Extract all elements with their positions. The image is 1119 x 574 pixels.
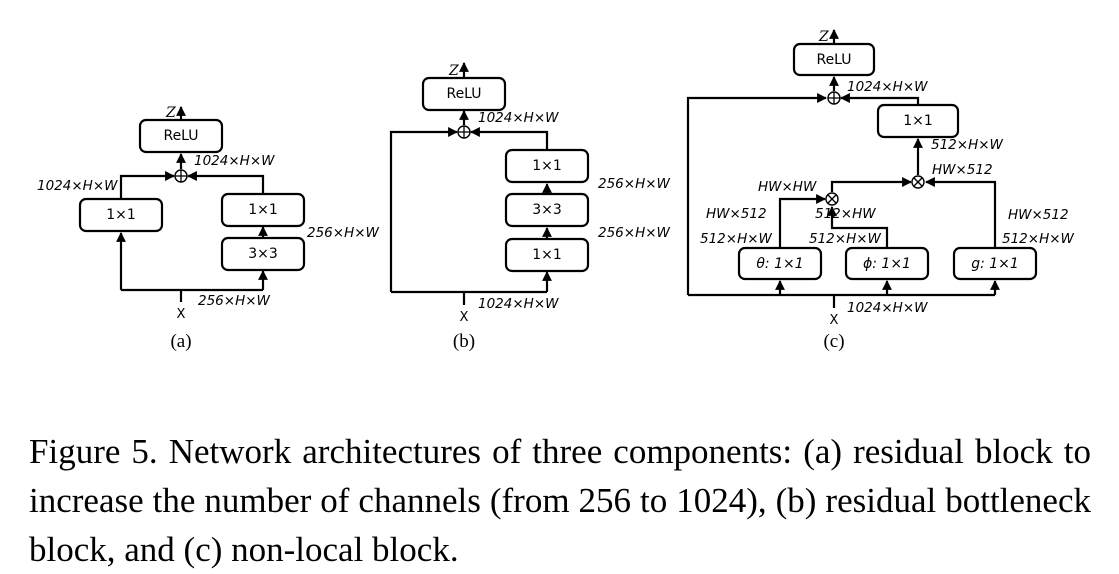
c-g-to-mul: [925, 177, 997, 248]
c-panel-label: (c): [823, 331, 844, 352]
c-dim-theta-in: 512×H×W: [700, 231, 773, 247]
a-dim-in: 256×H×W: [198, 293, 271, 309]
c-phi-label: ϕ: 1×1: [863, 256, 911, 272]
a-input-label: X: [177, 307, 186, 322]
c-output-label: Z: [818, 29, 829, 45]
b-conv-mid-box: [504, 192, 590, 228]
c-dim-g-in: 512×H×W: [1002, 231, 1075, 247]
a-dim-shortcut: 1024×H×W: [37, 178, 118, 194]
figure-diagram: ReLU 1×1 1×1 3×3 Z X 1024×H×W 1024×H×W 2…: [37, 29, 1075, 352]
c-dim-phi-in: 512×H×W: [809, 231, 882, 247]
c-shortcut: [686, 93, 827, 295]
b-conv-mid-label: 3×3: [532, 202, 562, 218]
c-dim-attn: HW×HW: [758, 179, 817, 195]
c-dim-g-t: HW×512: [1008, 207, 1069, 223]
b-shortcut: [389, 127, 458, 292]
a-dim-out: 1024×H×W: [194, 153, 275, 169]
c-dim-theta-t: HW×512: [706, 206, 767, 222]
a-shortcut-to-sum: [119, 171, 175, 199]
b-conv-top-label: 1×1: [532, 158, 562, 174]
c-theta-box: [737, 246, 823, 281]
b-conv-bottom-box: [504, 237, 590, 273]
c-g-box: [952, 246, 1038, 281]
panel-b: ReLU 1×1 3×3 1×1 Z X 1024×H×W 256×H×W 25…: [389, 62, 671, 352]
a-shortcut-conv-box: [78, 197, 164, 233]
a-shortcut-conv-label: 1×1: [106, 207, 136, 223]
b-dim-out: 1024×H×W: [478, 110, 559, 126]
a-conv-top-box: [220, 192, 306, 228]
b-output-label: Z: [448, 63, 459, 79]
c-dim-result: HW×512: [932, 162, 993, 178]
b-conv-bottom-label: 1×1: [532, 247, 562, 263]
b-input-label: X: [460, 310, 469, 325]
panel-c: ReLU 1×1 θ: 1×1 ϕ: 1×1 g: 1×1 Z X 1024×H…: [686, 29, 1075, 352]
c-relu-label: ReLU: [816, 52, 851, 68]
b-main-to-sum: [470, 127, 549, 150]
b-relu-box: [421, 76, 507, 112]
c-phi-box: [844, 246, 930, 281]
c-dim-phi: 512×HW: [815, 206, 876, 222]
c-theta-to-mul: [778, 194, 826, 248]
a-conv-bottom-label: 3×3: [248, 246, 278, 262]
b-dim-in: 1024×H×W: [478, 296, 559, 312]
c-dim-out: 1024×H×W: [847, 79, 928, 95]
c-g-label: g: 1×1: [971, 256, 1019, 272]
b-relu-label: ReLU: [446, 86, 481, 102]
c-phi-to-mul: [827, 206, 889, 248]
c-dim-conv-out: 512×H×W: [931, 137, 1004, 153]
b-dim-upper: 256×H×W: [598, 176, 671, 192]
c-dim-in: 1024×H×W: [847, 300, 928, 316]
a-relu-label: ReLU: [163, 128, 198, 144]
a-output-label: Z: [165, 105, 176, 121]
a-dim-mid: 256×H×W: [307, 225, 380, 241]
c-conv-out-box: [876, 103, 960, 139]
b-dim-lower: 256×H×W: [598, 225, 671, 241]
c-conv-to-sum: [840, 93, 920, 105]
a-main-to-sum: [187, 171, 265, 194]
a-panel-label: (a): [170, 331, 191, 352]
c-theta-label: θ: 1×1: [756, 256, 803, 272]
a-conv-top-label: 1×1: [248, 202, 278, 218]
figure-caption: Figure 5. Network architectures of three…: [29, 432, 1091, 569]
c-relu-box: [792, 42, 876, 77]
c-attn-to-mul: [830, 177, 912, 192]
c-input-label: X: [830, 313, 839, 328]
a-conv-bottom-box: [220, 236, 306, 272]
b-panel-label: (b): [453, 331, 475, 352]
c-conv-out-label: 1×1: [903, 113, 933, 129]
panel-a: ReLU 1×1 1×1 3×3 Z X 1024×H×W 1024×H×W 2…: [37, 105, 380, 352]
a-relu-box: [138, 118, 224, 154]
b-conv-top-box: [504, 148, 590, 184]
